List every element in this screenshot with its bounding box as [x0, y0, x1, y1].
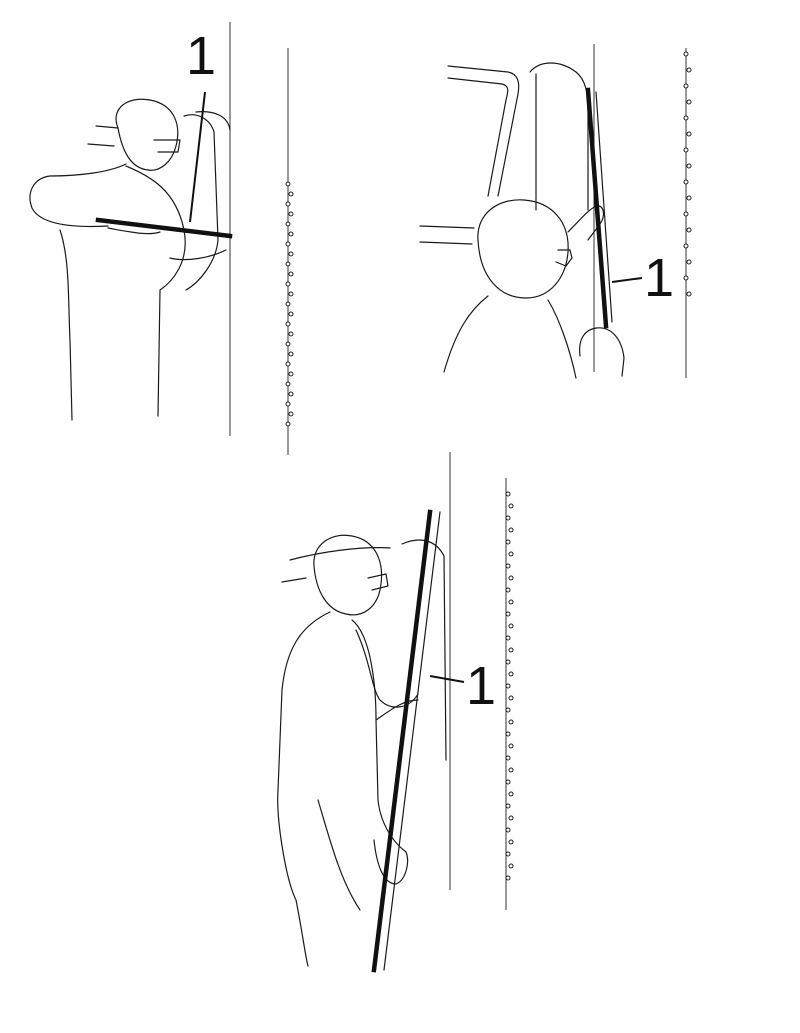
mounting-hole	[683, 275, 689, 281]
mounting-hole	[505, 731, 511, 737]
mounting-hole	[686, 195, 692, 201]
mounting-hole	[683, 115, 689, 121]
mounting-hole	[508, 791, 514, 797]
mounting-hole	[288, 411, 294, 417]
mounting-hole	[683, 83, 689, 89]
mounting-hole	[285, 361, 291, 367]
mounting-hole	[505, 827, 511, 833]
mounting-hole	[508, 575, 514, 581]
callout-leader	[611, 277, 643, 283]
mounting-hole	[686, 131, 692, 137]
mounting-hole	[505, 659, 511, 665]
mounting-hole	[686, 163, 692, 169]
mounting-hole	[288, 271, 294, 277]
mounting-hole	[508, 527, 514, 533]
technician-figure	[443, 199, 625, 379]
panel-top-left: 1	[29, 22, 294, 455]
callout-leader	[189, 91, 206, 223]
mounting-hole	[288, 351, 294, 357]
mounting-hole	[505, 755, 511, 761]
mounting-hole	[285, 321, 291, 327]
mounting-hole	[285, 301, 291, 307]
mounting-hole	[285, 181, 291, 187]
mounting-hole	[686, 227, 692, 233]
panel-bottom: 1	[277, 452, 514, 973]
mounting-hole	[508, 623, 514, 629]
mounting-hole	[686, 99, 692, 105]
callout-leader	[429, 675, 465, 683]
mounting-hole	[288, 391, 294, 397]
mounting-hole	[285, 421, 291, 427]
technician-figure	[277, 534, 419, 967]
mounting-hole	[285, 221, 291, 227]
mounting-hole	[686, 291, 692, 297]
mounting-hole	[505, 803, 511, 809]
mounting-hole	[288, 331, 294, 337]
door-pillar	[529, 62, 589, 211]
mounting-hole	[285, 381, 291, 387]
mounting-hole	[686, 259, 692, 265]
mounting-hole	[505, 875, 511, 881]
mounting-hole	[508, 815, 514, 821]
mounting-hole	[508, 551, 514, 557]
mounting-hole	[505, 851, 511, 857]
alignment-bar	[371, 509, 433, 973]
mounting-hole	[508, 719, 514, 725]
window-frame	[447, 65, 520, 197]
mounting-hole	[683, 51, 689, 57]
alignment-bar	[95, 217, 233, 239]
mounting-hole	[288, 251, 294, 257]
mounting-hole	[288, 231, 294, 237]
alignment-bar	[585, 87, 609, 329]
mounting-hole	[508, 839, 514, 845]
door-pillar	[401, 539, 447, 761]
mounting-hole	[285, 401, 291, 407]
mounting-hole	[508, 599, 514, 605]
callout-number: 1	[466, 656, 496, 716]
mounting-hole	[505, 683, 511, 689]
mounting-hole	[683, 179, 689, 185]
mounting-hole	[288, 371, 294, 377]
mounting-hole	[288, 191, 294, 197]
mounting-hole	[505, 539, 511, 545]
mounting-hole	[505, 491, 511, 497]
mounting-holes	[683, 51, 692, 297]
mounting-hole	[508, 503, 514, 509]
mounting-hole	[683, 211, 689, 217]
mounting-hole	[285, 201, 291, 207]
mounting-hole	[505, 707, 511, 713]
mounting-hole	[285, 261, 291, 267]
mounting-hole	[683, 243, 689, 249]
mounting-hole	[683, 147, 689, 153]
mounting-hole	[505, 635, 511, 641]
mounting-hole	[505, 779, 511, 785]
mounting-holes	[505, 491, 514, 881]
mounting-hole	[508, 767, 514, 773]
mounting-hole	[285, 241, 291, 247]
mounting-hole	[686, 67, 692, 73]
technician-figure	[29, 98, 231, 421]
mounting-hole	[505, 515, 511, 521]
callout-number: 1	[186, 26, 216, 86]
mounting-hole	[508, 743, 514, 749]
mounting-hole	[505, 611, 511, 617]
mounting-hole	[508, 863, 514, 869]
mounting-hole	[288, 311, 294, 317]
mounting-hole	[505, 587, 511, 593]
mounting-hole	[285, 341, 291, 347]
mounting-hole	[288, 211, 294, 217]
mounting-hole	[508, 695, 514, 701]
mounting-hole	[288, 291, 294, 297]
mounting-holes	[285, 181, 294, 427]
panel-top-right: 1	[419, 44, 692, 379]
callout-number: 1	[644, 248, 674, 308]
mounting-hole	[505, 563, 511, 569]
mounting-hole	[508, 671, 514, 677]
mounting-hole	[508, 647, 514, 653]
mounting-hole	[285, 281, 291, 287]
